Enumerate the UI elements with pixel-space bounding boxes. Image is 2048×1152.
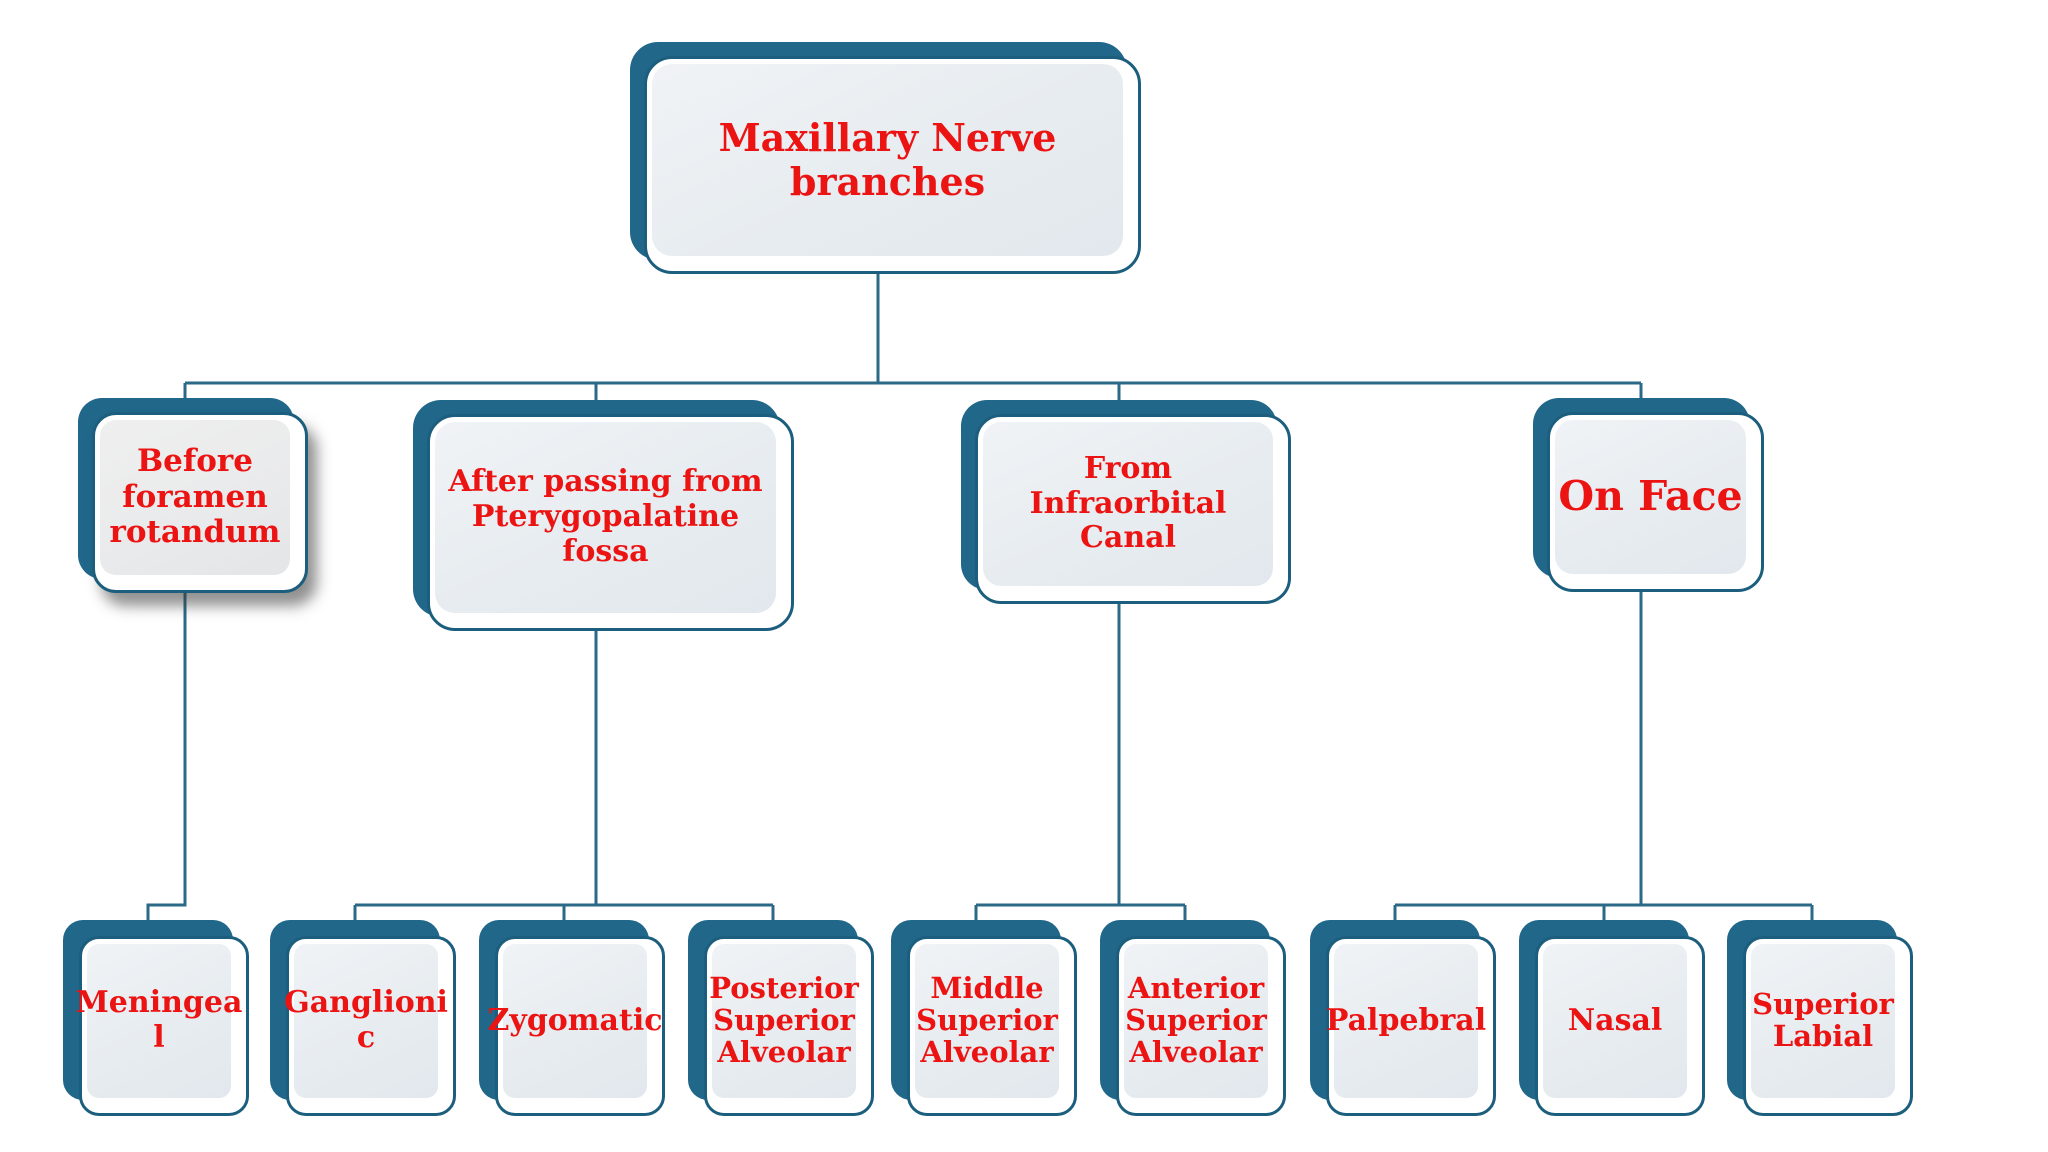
node-front-shape: Ganglioni c <box>284 936 456 1116</box>
node-panel: Meningea l <box>76 944 242 1098</box>
node-on-face[interactable]: On Face <box>1533 398 1764 592</box>
node-posterior-superior-alveolar[interactable]: Posterior Superior Alveolar <box>688 920 874 1116</box>
node-label: Nasal <box>1567 1002 1663 1038</box>
node-front-shape: Posterior Superior Alveolar <box>704 936 874 1116</box>
node-panel: From Infraorbital Canal <box>983 422 1273 586</box>
node-label: Maxillary Nerve branches <box>718 114 1057 204</box>
node-meningeal[interactable]: Meningea l <box>63 920 249 1116</box>
node-label: Ganglioni c <box>284 985 448 1055</box>
node-front-shape: Anterior Superior Alveolar <box>1116 936 1286 1116</box>
node-front-shape: From Infraorbital Canal <box>975 414 1291 604</box>
node-from-infraorbital-canal[interactable]: From Infraorbital Canal <box>961 400 1291 604</box>
node-label: From Infraorbital Canal <box>1029 450 1227 556</box>
node-ganglionic[interactable]: Ganglioni c <box>270 920 456 1116</box>
connector-infraorbital-to-children <box>974 602 1187 928</box>
node-panel: Anterior Superior Alveolar <box>1124 944 1268 1098</box>
node-front-shape: Zygomatic <box>487 936 665 1116</box>
connector-onface-to-children <box>1393 590 1814 928</box>
connector-before-to-meningeal <box>146 591 187 928</box>
node-after-pterygopalatine-fossa[interactable]: After passing from Pterygopalatine fossa <box>413 400 794 631</box>
node-panel: Before foramen rotandum <box>100 420 290 575</box>
node-panel: Zygomatic <box>487 944 663 1098</box>
node-label: Palpebral <box>1325 1002 1487 1038</box>
node-anterior-superior-alveolar[interactable]: Anterior Superior Alveolar <box>1100 920 1286 1116</box>
node-panel: Maxillary Nerve branches <box>652 64 1123 256</box>
node-front-shape: Superior Labial <box>1743 936 1913 1116</box>
node-label: Posterior Superior Alveolar <box>709 971 859 1069</box>
node-label: After passing from Pterygopalatine fossa <box>448 464 763 569</box>
node-front-shape: Meningea l <box>76 936 249 1116</box>
node-front-shape: Middle Superior Alveolar <box>907 936 1077 1116</box>
node-front-shape: On Face <box>1547 412 1764 592</box>
node-palpebral[interactable]: Palpebral <box>1310 920 1496 1116</box>
node-label: Zygomatic <box>487 1002 663 1038</box>
node-front-shape: After passing from Pterygopalatine fossa <box>427 414 794 631</box>
node-before-foramen-rotandum[interactable]: Before foramen rotandum <box>78 398 308 593</box>
node-zygomatic[interactable]: Zygomatic <box>479 920 665 1116</box>
node-nasal[interactable]: Nasal <box>1519 920 1705 1116</box>
node-front-shape: Maxillary Nerve branches <box>644 56 1141 274</box>
node-label: Superior Labial <box>1752 987 1894 1053</box>
node-superior-labial[interactable]: Superior Labial <box>1727 920 1913 1116</box>
node-label: Before foramen rotandum <box>109 442 281 551</box>
node-maxillary-nerve-branches[interactable]: Maxillary Nerve branches <box>630 42 1141 274</box>
node-front-shape: Palpebral <box>1326 936 1496 1116</box>
node-panel: On Face <box>1555 420 1746 574</box>
node-label: Middle Superior Alveolar <box>916 971 1058 1069</box>
node-label: Anterior Superior Alveolar <box>1125 971 1267 1069</box>
node-panel: Posterior Superior Alveolar <box>709 944 859 1098</box>
node-label: On Face <box>1558 472 1743 521</box>
node-panel: Middle Superior Alveolar <box>915 944 1059 1098</box>
node-panel: Palpebral <box>1326 944 1486 1098</box>
node-middle-superior-alveolar[interactable]: Middle Superior Alveolar <box>891 920 1077 1116</box>
connector-root-to-level2 <box>183 272 1643 406</box>
node-front-shape: Nasal <box>1535 936 1705 1116</box>
node-panel: Nasal <box>1543 944 1687 1098</box>
node-panel: Ganglioni c <box>284 944 448 1098</box>
connector-after-to-children <box>353 629 775 928</box>
node-front-shape: Before foramen rotandum <box>92 412 308 593</box>
node-label: Meningea l <box>75 985 243 1055</box>
node-panel: Superior Labial <box>1751 944 1895 1098</box>
node-panel: After passing from Pterygopalatine fossa <box>435 422 776 613</box>
